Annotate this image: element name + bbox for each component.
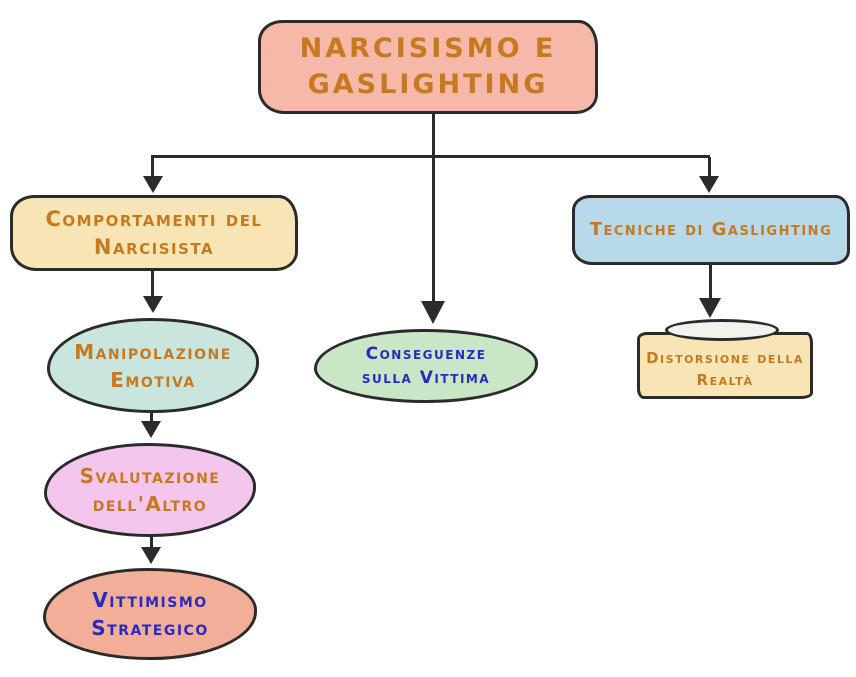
node-label: NARCISISMO E GASLIGHTING (299, 33, 557, 100)
arrowhead-to-vittimismo (141, 547, 161, 564)
node-label: Svalutazione dell'Altro (79, 464, 221, 516)
node-label: Vittimismo Strategico (91, 588, 209, 640)
node-distorsione-cap-ellipse (665, 319, 779, 341)
arrowhead-to-svalutazione (141, 421, 161, 438)
connector-manipolazione-svalutazione (149, 412, 153, 423)
node-label: Distorsione della Realtà (646, 348, 804, 389)
connector-root-stem (431, 113, 435, 157)
node-tecniche-di-gaslighting: Tecniche di Gaslighting (572, 195, 850, 265)
connector-tecniche-distorsione (708, 264, 712, 300)
connector-drop-tecniche (707, 157, 711, 178)
node-label: Manipolazione Emotiva (74, 339, 232, 392)
node-manipolazione-emotiva: Manipolazione Emotiva (47, 318, 259, 413)
connector-horizontal-bar (151, 155, 710, 158)
connector-svalutazione-vittimismo (149, 536, 153, 549)
connector-drop-comportamenti (151, 157, 154, 178)
node-svalutazione-dell-altro: Svalutazione dell'Altro (44, 443, 256, 537)
node-conseguenze-sulla-vittima: Conseguenze sulla Vittima (314, 329, 538, 403)
node-comportamenti-del-narcisista: Comportamenti del Narcisista (10, 195, 298, 271)
node-vittimismo-strategico: Vittimismo Strategico (43, 568, 257, 660)
node-label: Conseguenze sulla Vittima (361, 344, 491, 388)
node-label: Tecniche di Gaslighting (589, 219, 833, 240)
node-distorsione-della-realta: Distorsione della Realtà (637, 332, 813, 399)
connector-comportamenti-manipolazione (151, 270, 154, 298)
arrowhead-to-tecniche (699, 176, 719, 193)
connector-drop-conseguenze (431, 157, 435, 303)
node-label: Comportamenti del Narcisista (45, 207, 263, 259)
arrowhead-to-manipolazione (142, 296, 163, 313)
node-narcisismo-e-gaslighting: NARCISISMO E GASLIGHTING (258, 20, 598, 114)
arrowhead-to-conseguenze (421, 301, 445, 324)
arrowhead-to-comportamenti (142, 176, 163, 193)
arrowhead-to-distorsione (699, 298, 721, 318)
